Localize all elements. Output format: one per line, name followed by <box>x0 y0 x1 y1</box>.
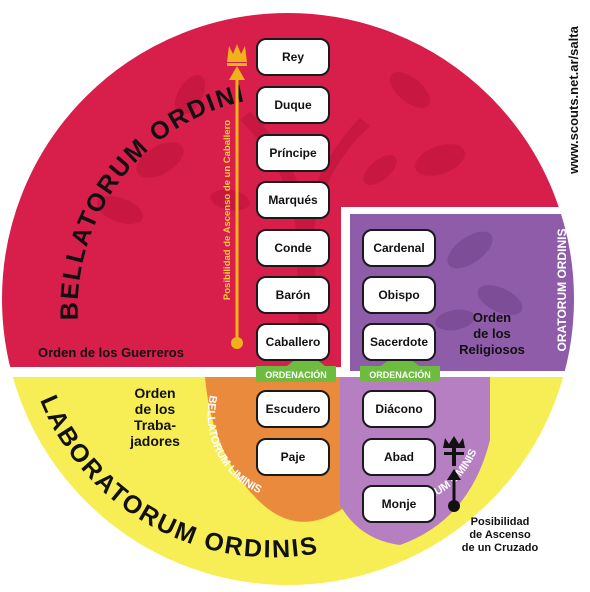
rank-box-conde: Conde <box>256 229 330 267</box>
rank-box-abad: Abad <box>362 438 436 476</box>
religiosos-line-2: de los <box>473 326 511 341</box>
rank-box-duque: Duque <box>256 86 330 124</box>
trabajadores-line-1: Orden <box>134 385 176 401</box>
ordenacion-right-label: ORDENACIÓN <box>369 369 431 380</box>
site-url-label: www.scouts.net.ar/salta <box>566 25 581 174</box>
cross-icon <box>443 436 465 466</box>
orden-guerreros-label: Orden de los Guerreros <box>38 345 184 360</box>
rank-box-escudero: Escudero <box>256 390 330 428</box>
orden-religiosos-label: Orden de los Religiosos <box>432 310 552 358</box>
ordenacion-left-label: ORDENACIÓN <box>265 369 327 380</box>
cruzado-ascent-label: Posibilidad de Ascenso de un Cruzado <box>440 516 560 555</box>
svg-text:www.scouts.net.ar/salta: www.scouts.net.ar/salta <box>566 25 581 174</box>
rank-box-cardenal: Cardenal <box>362 229 436 267</box>
tree-leaves-religious <box>435 231 523 331</box>
rank-box-paje: Paje <box>256 438 330 476</box>
rank-box-marques: Marqués <box>256 181 330 219</box>
rank-box-baron: Barón <box>256 276 330 314</box>
cruzado-line-3: de un Cruzado <box>461 542 539 554</box>
circle-outline <box>0 11 576 587</box>
trabajadores-line-3: Traba- <box>133 417 176 433</box>
religiosos-line-1: Orden <box>472 310 512 325</box>
caballero-ascent-label: Posibilidad de Ascenso de un Caballero <box>222 120 233 300</box>
trabajadores-line-2: de los <box>134 401 176 417</box>
cruzado-line-1: Posibilidad <box>470 516 530 528</box>
crown-icon <box>227 44 247 66</box>
cruzado-line-2: de Ascenso <box>469 529 531 541</box>
cruzado-ascent-arrow <box>447 469 461 512</box>
orden-trabajadores-label: Orden de los Traba- jadores <box>115 385 195 449</box>
oratorum-ordinis-label: ORATORUM ORDINIS <box>555 229 569 352</box>
rank-box-monje: Monje <box>362 485 436 523</box>
caballero-ascent-arrow: Posibilidad de Ascenso de un Caballero <box>222 66 245 349</box>
religiosos-line-3: Religiosos <box>459 342 525 357</box>
rank-box-caballero: Caballero <box>256 323 330 361</box>
rank-box-obispo: Obispo <box>362 276 436 314</box>
trabajadores-line-4: jadores <box>130 433 180 449</box>
rank-box-rey: Rey <box>256 38 330 76</box>
rank-box-diacono: Diácono <box>362 390 436 428</box>
rank-box-principe: Príncipe <box>256 134 330 172</box>
rank-box-sacerdote: Sacerdote <box>362 323 436 361</box>
